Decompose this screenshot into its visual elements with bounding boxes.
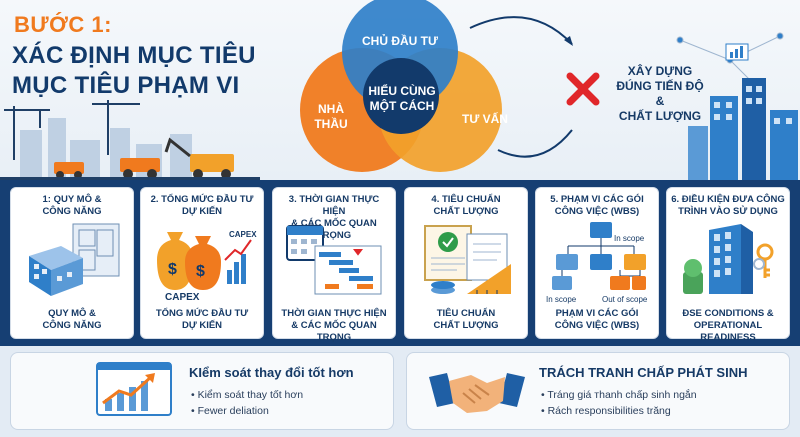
venn-label-right: TƯ VẤN	[462, 112, 508, 126]
headline-line-1: XÁC ĐỊNH MỤC TIÊU	[12, 42, 256, 69]
card-timeline: 3. THỜI GIAN THỰC HIỆN& CÁC MỐC QUAN TRỌ…	[272, 187, 396, 343]
step-label: BƯỚC 1:	[14, 12, 112, 37]
benefit-change-control: KIểm soát thay đổi tốt hơn Kiểm soát tha…	[10, 352, 394, 430]
card-6-subtitle: ĐSE CONDITIONS &OPERATIONAL READINESS	[682, 308, 774, 343]
arrow-from-outcome	[497, 129, 573, 158]
handshake-icon	[429, 373, 525, 413]
city-skyline-right	[676, 32, 798, 180]
svg-text:$: $	[168, 261, 177, 278]
stakeholder-venn-diagram	[300, 0, 573, 172]
construction-skyline-left	[0, 100, 260, 180]
benefit-1-title: KIểm soát thay đổi tốt hơn	[189, 365, 354, 380]
red-x-icon	[566, 72, 600, 106]
capex-label-top: CAPEX	[229, 230, 257, 239]
money-bags-chart-icon: $ $	[157, 232, 252, 290]
certificate-ruler-icon	[424, 225, 511, 294]
benefit-1-item-2: Fewer deliation	[191, 405, 269, 417]
building-keys-icon	[683, 224, 774, 294]
card-1-subtitle: QUY MÔ &CÔNG NĂNG	[42, 308, 102, 331]
headline-line-2: MỤC TIÊU PHẠM VI	[12, 72, 240, 99]
card-1-title: 1: QUY MÔ &CÔNG NĂNG	[42, 194, 102, 217]
card-scale-function: 1: QUY MÔ &CÔNG NĂNG QUY MÔ &CÔNG NĂNG	[10, 187, 134, 339]
capex-label-bottom: CAPEX	[165, 292, 200, 303]
out-of-scope-label: Out of scope	[602, 295, 648, 304]
arrow-to-outcome	[469, 16, 573, 45]
in-scope-label-top: In scope	[614, 234, 645, 243]
venn-circle-center	[363, 58, 439, 134]
benefit-1-item-1: Kiểm soát thay tốt hơn	[191, 389, 304, 401]
venn-label-top: CHỦ ĐẦU TƯ	[362, 34, 438, 48]
rising-chart-monitor-icon	[96, 362, 172, 416]
hero-section: BƯỚC 1: XÁC ĐỊNH MỤC TIÊU MỤC TIÊU PHẠM …	[0, 0, 800, 180]
wbs-folder-tree-icon	[552, 222, 646, 290]
svg-text:$: $	[196, 263, 205, 280]
building-blueprint-icon	[29, 223, 120, 296]
benefit-2-item-2: Rách responsibilities trăng	[541, 405, 671, 417]
benefit-dispute-avoidance: TRÁCH TRANH CHẤP PHÁT SINH Tráng giá тha…	[406, 352, 790, 430]
card-3-subtitle: THỜI GIAN THỰC HIỆN& CÁC MỐC QUAN TRỌNG	[281, 308, 387, 343]
benefit-2-title: TRÁCH TRANH CHẤP PHÁT SINH	[539, 365, 748, 380]
benefit-2-item-1: Tráng giá тhanh chấp sinh ngắn	[541, 389, 696, 401]
calendar-gantt-icon	[286, 225, 382, 295]
in-scope-label-bottom: In scope	[546, 295, 577, 304]
card-3-title: 3. THỜI GIAN THỰC HIỆN& CÁC MỐC QUAN TRỌ…	[288, 194, 380, 241]
